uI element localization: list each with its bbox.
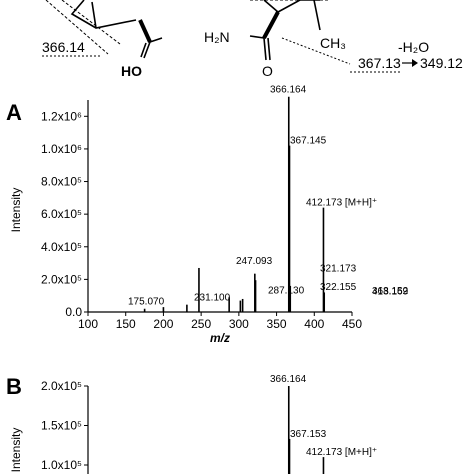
- x-tick-label: 300: [229, 317, 249, 331]
- peak-label: 366.164: [270, 85, 307, 96]
- y-axis-title: Intensity: [9, 188, 23, 233]
- y-tick-label: 2.0x10⁵: [41, 272, 82, 286]
- peak-label: 367.145: [290, 136, 327, 147]
- fragment-left-mass: 366.14: [42, 39, 85, 55]
- peak-label: 413.169: [372, 286, 409, 297]
- peak-label: 247.093: [236, 256, 273, 267]
- x-tick-label: 450: [342, 317, 362, 331]
- atom-o: O: [262, 63, 273, 79]
- peak-label: 321.173: [320, 264, 357, 275]
- atom-ho: HO: [121, 63, 142, 79]
- peak-label: 367.153: [290, 429, 327, 440]
- panel-letter: A: [6, 100, 22, 125]
- peak-label: 412.173 [M+H]⁺: [306, 447, 377, 458]
- x-axis-title: m/z: [210, 331, 230, 345]
- chemical-structure: [42, 0, 412, 73]
- y-tick-label: 0.0: [65, 305, 82, 319]
- x-tick-label: 100: [78, 317, 98, 331]
- product-mass: 349.12: [420, 55, 463, 71]
- x-tick-label: 250: [191, 317, 211, 331]
- panel-b-chart: B 1.0x10⁵ 1.5x10⁵ 2.0x10⁵ Intensity 366.164 36…: [6, 374, 377, 474]
- arrow-head-icon: [412, 59, 418, 67]
- panel-a-chart: A 0.0 2.0x10⁵ 4.0x10⁵ 6.0x10⁵ 8.0x10⁵ 1.0x10⁶ 1…: [6, 85, 409, 345]
- y-tick-label: 1.0x10⁵: [41, 458, 82, 472]
- x-tick-label: 200: [153, 317, 173, 331]
- y-tick-label: 6.0x10⁵: [41, 207, 82, 221]
- peak-label: 366.164: [270, 374, 307, 385]
- y-tick-label: 1.0x10⁶: [41, 142, 82, 156]
- peak-label: 412.173 [M+H]⁺: [306, 198, 377, 209]
- y-tick-label: 1.5x10⁵: [41, 419, 82, 433]
- peak-label: 368.152: [372, 286, 409, 297]
- y-tick-label: 8.0x10⁵: [41, 175, 82, 189]
- x-tick-label: 350: [267, 317, 287, 331]
- atom-ch3: CH₃: [320, 35, 346, 51]
- x-tick-label: 150: [116, 317, 136, 331]
- peak-label: 231.100: [194, 293, 231, 304]
- y-tick-label: 4.0x10⁵: [41, 240, 82, 254]
- y-axis-title: Intensity: [9, 428, 23, 473]
- atom-h2n: H₂N: [204, 29, 230, 45]
- panel-letter: B: [6, 374, 22, 399]
- water-loss-label: -H₂O: [398, 39, 429, 55]
- fragment-right-mass: 367.13: [358, 55, 401, 71]
- peak-label: 175.070: [128, 297, 165, 308]
- peak-label: 287.130: [268, 285, 305, 296]
- y-tick-label: 2.0x10⁵: [41, 379, 82, 393]
- peak-label: 322.155: [320, 282, 357, 293]
- y-tick-label: 1.2x10⁶: [41, 109, 82, 123]
- x-tick-label: 400: [304, 317, 324, 331]
